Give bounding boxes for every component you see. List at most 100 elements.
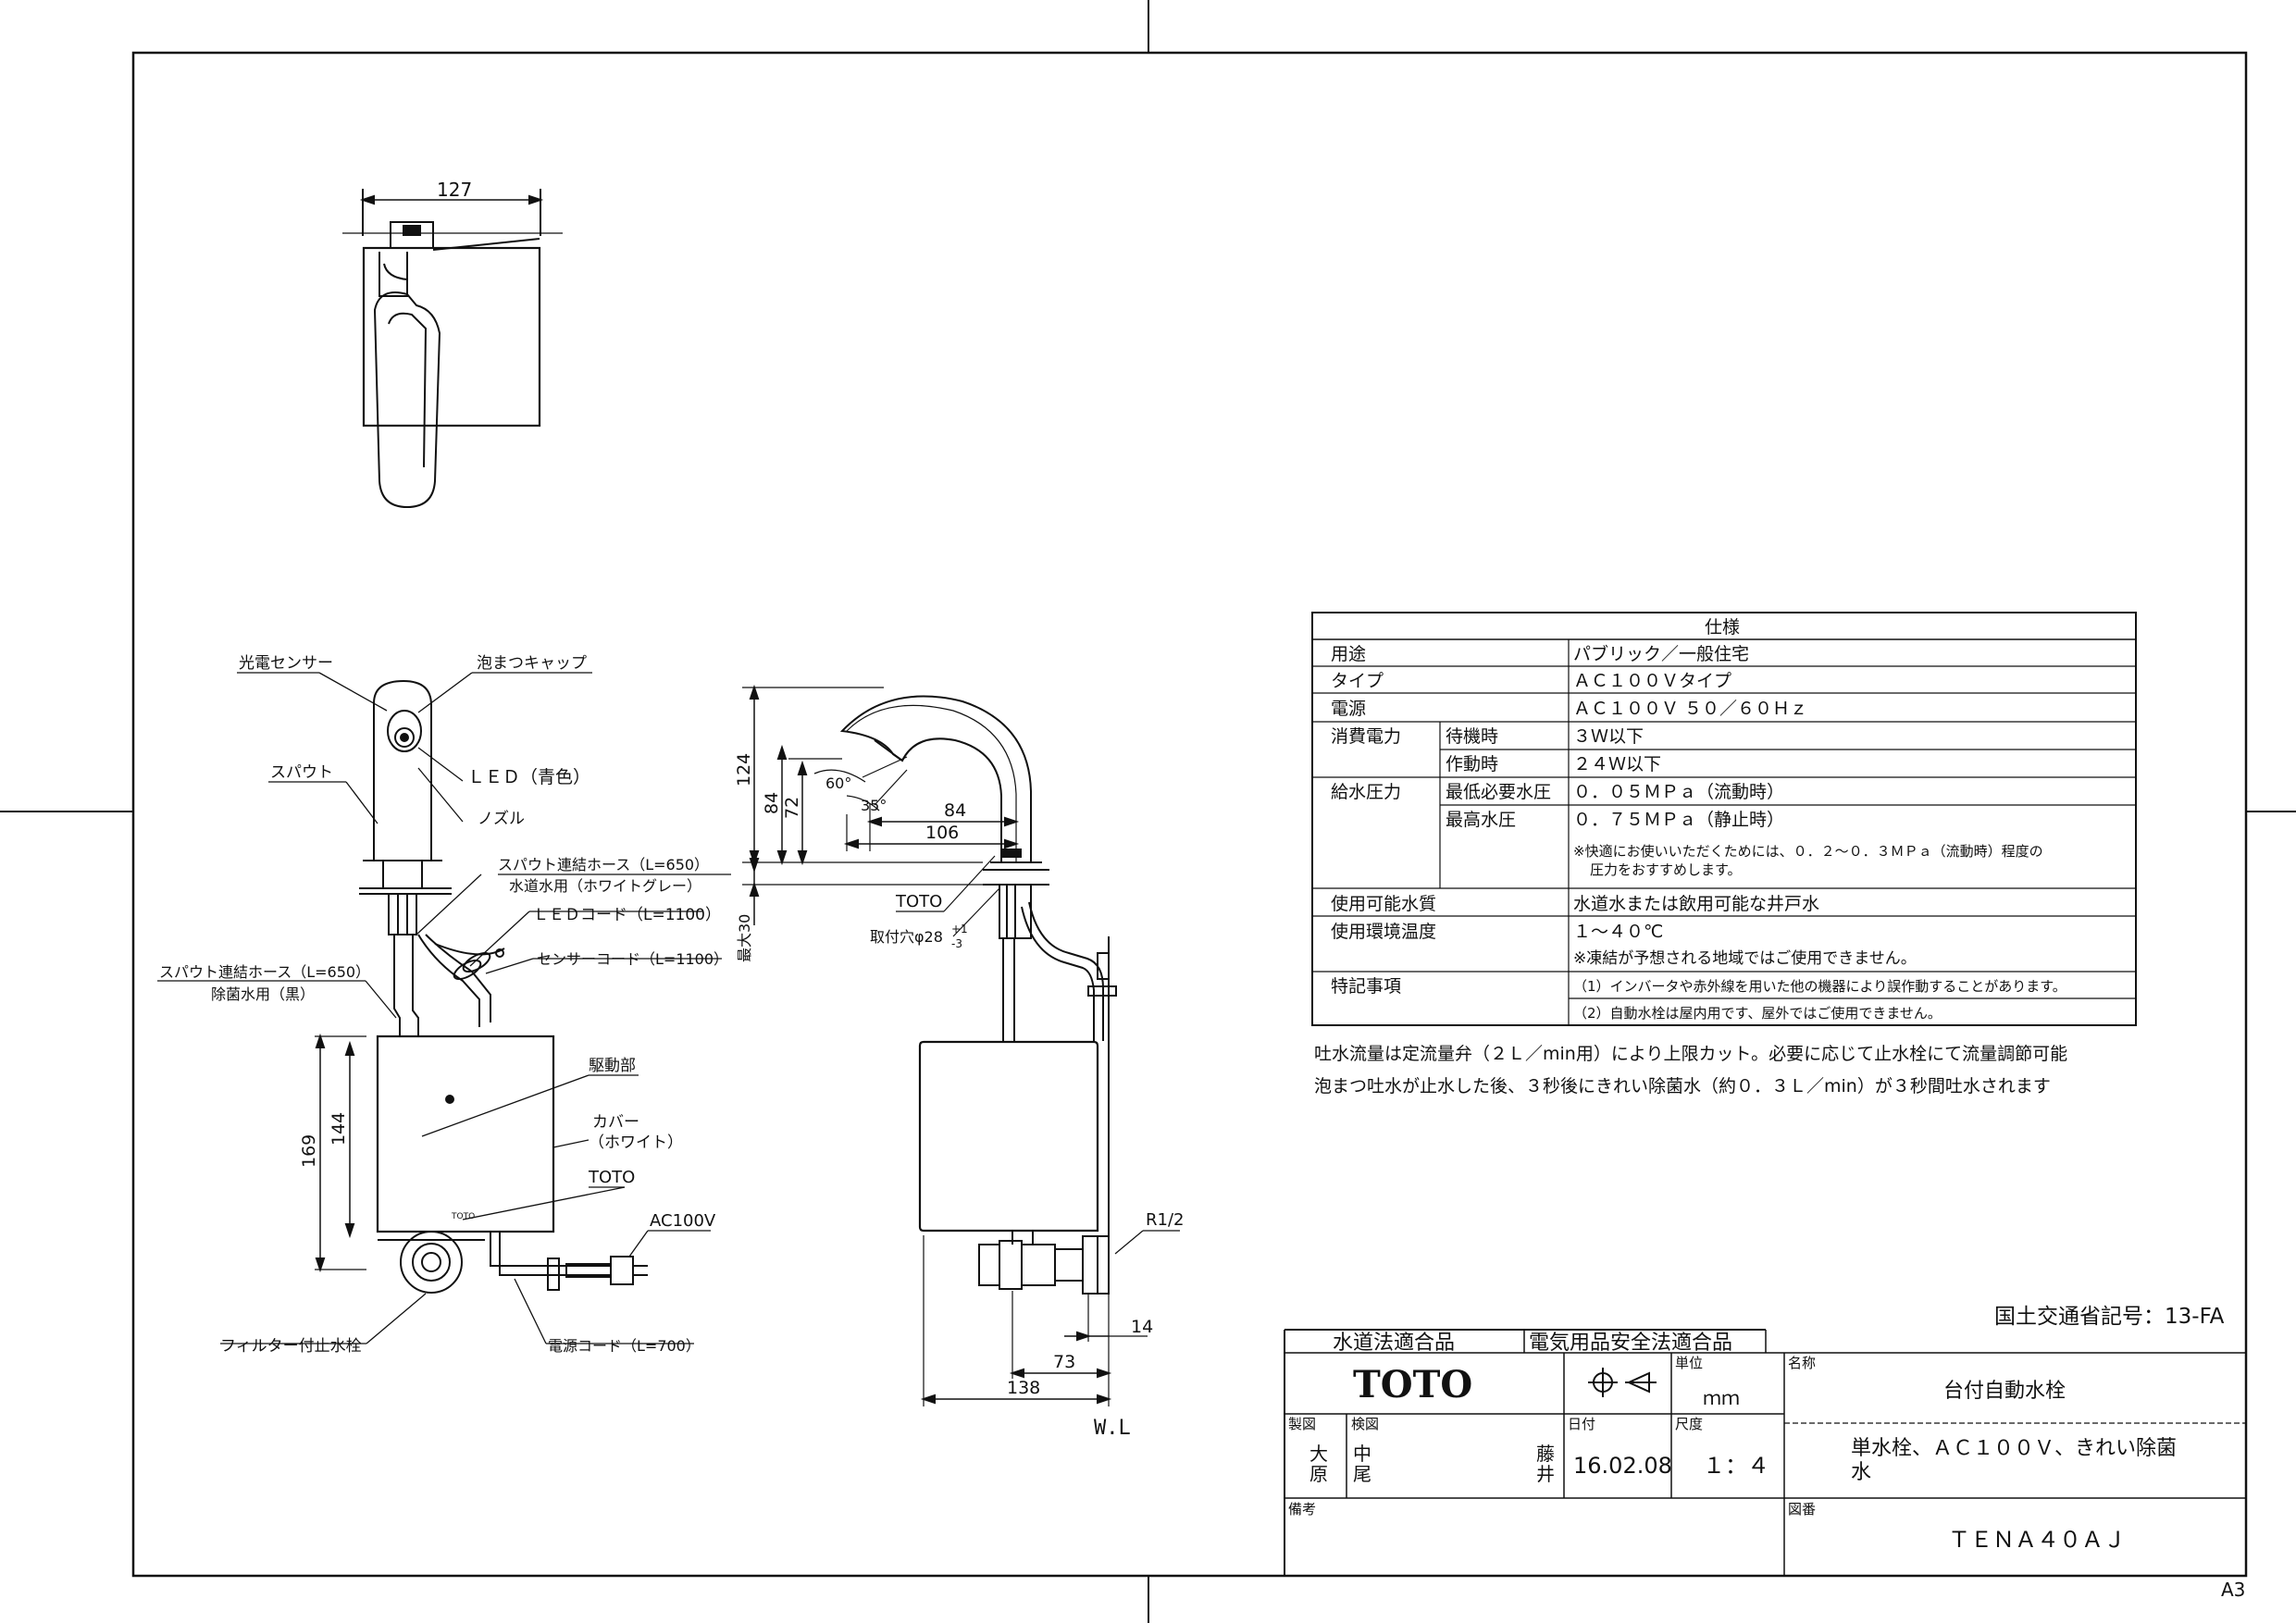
label-photo-sensor: 光電センサー [239, 654, 333, 673]
date-label: 日付 [1568, 1416, 1595, 1432]
top-view [342, 189, 563, 509]
angle-35: 35° [861, 797, 887, 814]
cert-electric: 電気用品安全法適合品 [1529, 1332, 1732, 1355]
description-line-1: 単水栓、ＡＣ１００Ｖ、きれい除菌 [1851, 1437, 2177, 1460]
dim-138: 138 [1007, 1378, 1040, 1398]
spec-row-min-pressure-value: ０．０５ＭＰａ（流動時） [1573, 782, 1784, 802]
note-line-1: 吐水流量は定流量弁（２Ｌ／min用）により上限カット。必要に応じて止水栓にて流量… [1314, 1044, 2067, 1064]
flow-notes: 吐水流量は定流量弁（２Ｌ／min用）により上限カット。必要に応じて止水栓にて流量… [1314, 1044, 2067, 1096]
cert-water: 水道法適合品 [1333, 1332, 1455, 1355]
toto-logo: TOTO [1353, 1363, 1472, 1406]
spec-row-usage-label: 用途 [1331, 644, 1366, 664]
drawing-number-label: 図番 [1788, 1501, 1816, 1518]
sheet-size-code: A3 [2221, 1579, 2245, 1601]
checked-by-b2: 井 [1536, 1463, 1555, 1485]
unit-label: 単位 [1675, 1355, 1703, 1371]
front-view: TOTO [157, 672, 731, 1344]
spec-row-usage-value: パブリック／一般住宅 [1573, 643, 1749, 664]
dim-124: 124 [734, 753, 754, 787]
label-nozzle: ノズル [478, 810, 525, 828]
side-view [742, 684, 1180, 1406]
checked-label: 検図 [1351, 1416, 1379, 1432]
dim-14: 14 [1131, 1317, 1153, 1337]
label-foam-cap: 泡まつキャップ [477, 654, 587, 673]
drawn-by-2: 原 [1309, 1463, 1328, 1485]
label-cover-1: カバー [592, 1113, 639, 1132]
spec-row-pressure-label: 給水圧力 [1331, 782, 1401, 802]
mlit-code: 国土交通省記号：13-FA [1994, 1305, 2225, 1329]
spec-row-notes-label: 特記事項 [1331, 976, 1401, 997]
label-sensor-cord: センサーコード（L=1100） [537, 950, 728, 968]
spec-row-type-label: タイプ [1331, 671, 1384, 691]
label-brand-mark: TOTO [588, 1168, 635, 1187]
checked-by-b1: 藤 [1536, 1443, 1555, 1465]
drawn-by-1: 大 [1309, 1443, 1328, 1465]
side-view-labels: 124 84 72 60° 35° 84 106 最大30 TOTO 取付穴φ2… [734, 753, 1184, 1440]
label-spout: スパウト [270, 763, 333, 782]
spec-row-pressure-note-1: ※快適にお使いいただくためには、０．２〜０．３ＭＰａ（流動時）程度の [1573, 843, 2043, 860]
label-power-cord: 電源コード（L=700） [548, 1337, 701, 1355]
label-tol-minus: -3 [951, 937, 962, 950]
spec-row-water-quality-value: 水道水または飲用可能な井戸水 [1573, 894, 1819, 914]
scale-label: 尺度 [1675, 1416, 1703, 1432]
spec-row-standby-value: ３Ｗ以下 [1573, 726, 1644, 747]
dim-max30: 最大30 [736, 914, 753, 962]
note-line-2: 泡まつ吐水が止水した後、３秒後にきれい除菌水（約０．３Ｌ／min）が３秒間吐水さ… [1314, 1076, 2051, 1096]
spec-table: 仕様 用途 パブリック／一般住宅 タイプ ＡＣ１００Ｖタイプ 電源 ＡＣ１００Ｖ… [1311, 612, 2137, 1026]
angle-60: 60° [825, 774, 851, 792]
label-toto-side: TOTO [895, 892, 942, 911]
label-r12: R1/2 [1146, 1210, 1184, 1230]
label-ac100v: AC100V [650, 1211, 716, 1231]
description-line-2: 水 [1851, 1461, 1871, 1484]
label-led-cord: ＬＥＤコード（L=1100） [533, 906, 721, 924]
spec-row-pressure-note-2: 圧力をおすすめします。 [1590, 861, 1742, 878]
label-tol-plus: +1 [951, 923, 968, 935]
dim-72: 72 [782, 797, 802, 819]
dim-73: 73 [1053, 1352, 1075, 1372]
label-spout-hose-water-2: 水道水用（ホワイトグレー） [509, 877, 701, 895]
drawing-number: ＴＥＮＡ４０ＡＪ [1948, 1527, 2126, 1553]
spec-row-max-pressure-value: ０．７５ＭＰａ（静止時） [1573, 810, 1784, 830]
label-spout-hose-steril-2: 除菌水用（黒） [211, 985, 315, 1003]
label-cover-2: （ホワイト） [589, 1134, 683, 1152]
name-label: 名称 [1788, 1355, 1816, 1371]
date-value: 16.02.08 [1573, 1453, 1672, 1479]
label-filter-valve: フィルター付止水栓 [220, 1337, 362, 1356]
projection-symbol-icon [1588, 1368, 1657, 1397]
label-led: ＬＥＤ（青色） [467, 767, 590, 787]
spec-row-type-value: ＡＣ１００Ｖタイプ [1573, 671, 1731, 691]
scale-value: １：４ [1703, 1453, 1769, 1479]
title-block: 水道法適合品 電気用品安全法適合品 TOTO 単位 ｍｍ 名称 台付自動水栓 製… [1284, 1329, 2246, 1576]
dim-84-horizontal: 84 [944, 800, 966, 821]
spec-row-temperature-label: 使用環境温度 [1331, 922, 1436, 942]
spec-row-temperature-value: １〜４０℃ [1573, 922, 1663, 942]
front-view-box-logo: TOTO [451, 1212, 475, 1221]
spec-row-min-pressure-sub: 最低必要水圧 [1446, 782, 1551, 802]
spec-title: 仕様 [1705, 617, 1740, 638]
spec-row-active-value: ２４Ｗ以下 [1573, 754, 1661, 774]
spec-row-max-pressure-sub: 最高水圧 [1446, 810, 1516, 830]
dim-169: 169 [299, 1134, 319, 1168]
top-view-dim-width: 127 [437, 179, 472, 201]
product-name: 台付自動水栓 [1943, 1380, 2066, 1403]
spec-row-note-1: （1）インバータや赤外線を用いた他の機器により誤作動することがあります。 [1573, 978, 2066, 995]
label-waterline: W.L [1094, 1417, 1131, 1440]
unit-value: ｍｍ [1703, 1387, 1740, 1409]
label-spout-hose-steril-1: スパウト連結ホース（L=650） [159, 963, 370, 981]
checked-by-a2: 尾 [1353, 1463, 1371, 1485]
spec-row-consumption-label: 消費電力 [1331, 726, 1401, 747]
front-view-labels: 光電センサー 泡まつキャップ スパウト ＬＥＤ（青色） ノズル スパウト連結ホー… [159, 654, 728, 1356]
spec-row-power-source-value: ＡＣ１００Ｖ ５０／６０Ｈｚ [1573, 699, 1807, 719]
spec-row-note-2: （2）自動水栓は屋内用です、屋外ではご使用できません。 [1573, 1005, 1942, 1022]
drawn-label: 製図 [1288, 1416, 1316, 1432]
label-spout-hose-water-1: スパウト連結ホース（L=650） [498, 856, 709, 873]
spec-row-temperature-note: ※凍結が予想される地域ではご使用できません。 [1573, 948, 1917, 968]
spec-row-standby-sub: 待機時 [1446, 726, 1498, 747]
spec-row-active-sub: 作動時 [1446, 754, 1498, 774]
label-drive-unit: 駆動部 [589, 1057, 636, 1075]
dim-84-vertical: 84 [762, 792, 782, 814]
dim-106: 106 [925, 823, 959, 843]
spec-row-water-quality-label: 使用可能水質 [1331, 894, 1436, 914]
